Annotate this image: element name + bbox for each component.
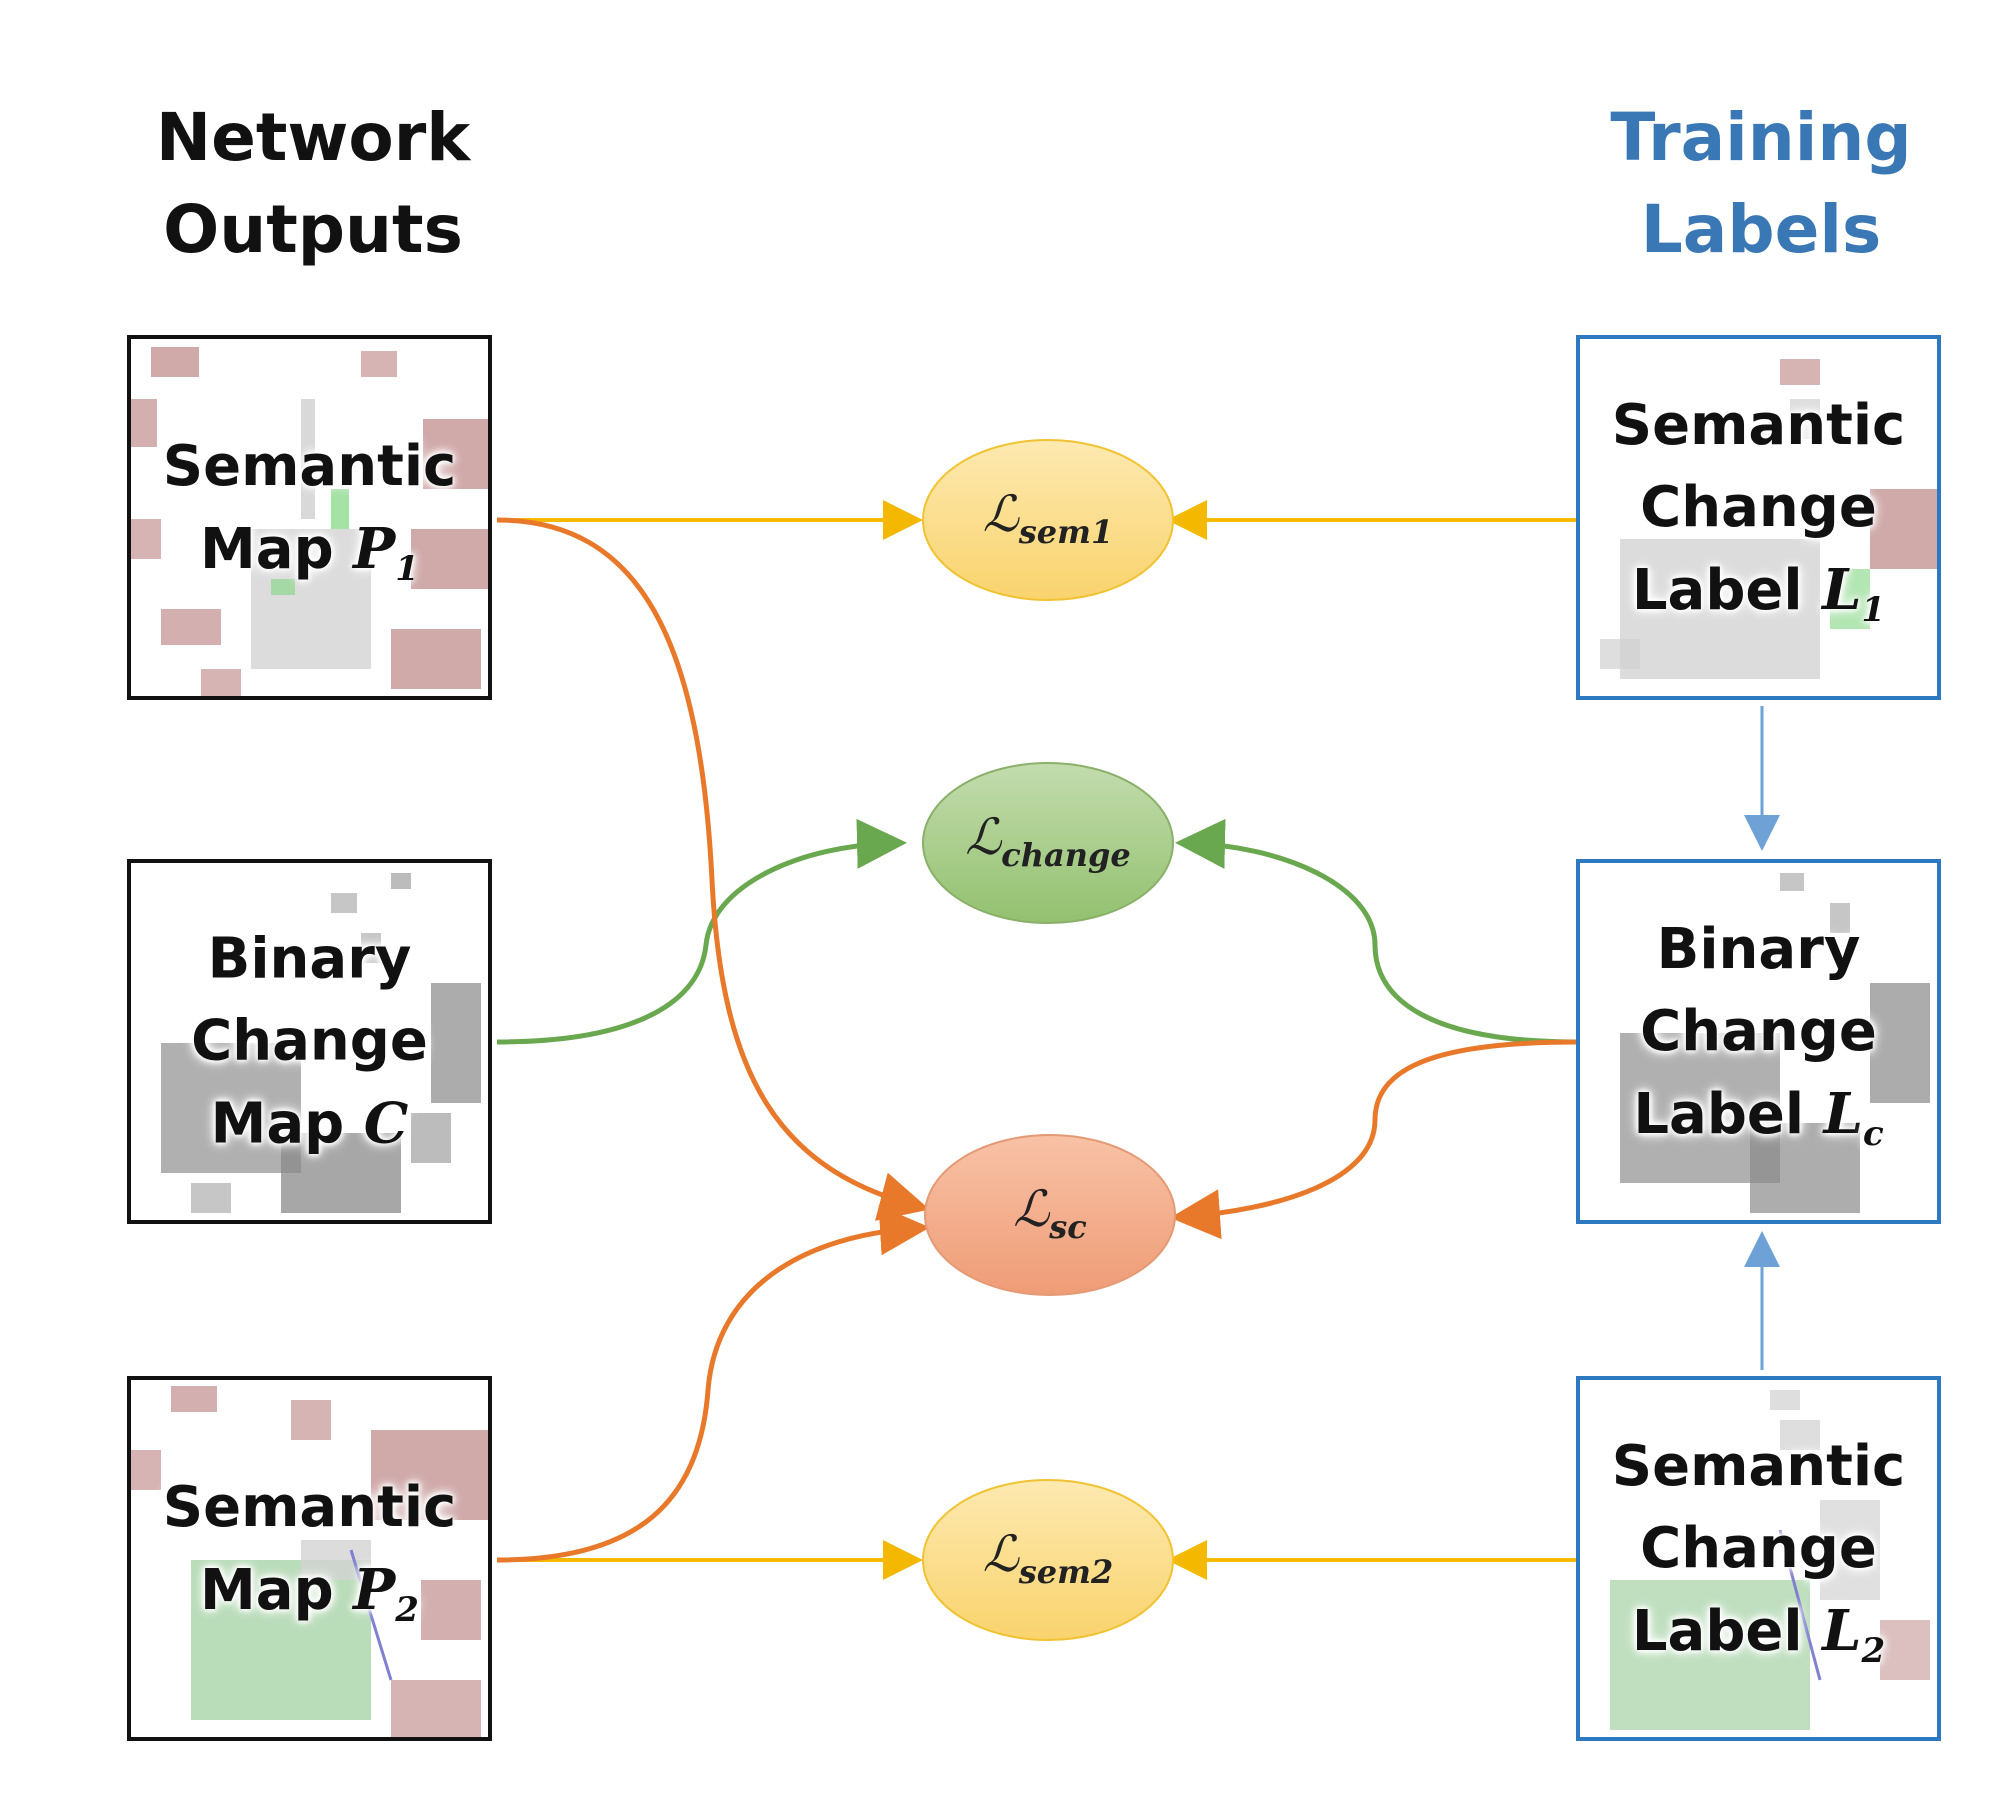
label-lc: Binary Change Label Lc: [1580, 909, 1937, 1175]
symbol-p1-sub: 1: [395, 548, 419, 589]
label-l1-line2: Change: [1640, 474, 1877, 540]
label-l1-line1: Semantic: [1611, 392, 1906, 458]
symbol-p2-char: P: [353, 1556, 396, 1623]
label-l1-line3: Label L1: [1580, 549, 1937, 651]
box-semantic-change-label-l1: Semantic Change Label L1: [1576, 335, 1941, 700]
symbol-l2-sub: 2: [1861, 1630, 1886, 1671]
loss-sem1-label: ℒsem1: [923, 485, 1173, 551]
symbol-c: C: [363, 1090, 409, 1156]
label-c-line3: Map C: [131, 1082, 488, 1165]
label-p2-line2: Map P2: [131, 1549, 488, 1651]
box-semantic-change-label-l2: Semantic Change Label L2: [1576, 1376, 1941, 1741]
symbol-l1: L1: [1822, 556, 1885, 630]
loss-change-symbol: ℒ: [965, 808, 1002, 866]
arrow-p1-to-sc: [496, 517, 930, 1221]
label-c-line2: Change: [191, 1008, 428, 1073]
label-c: Binary Change Map C: [131, 918, 488, 1165]
label-c-word: Map: [210, 1091, 345, 1156]
label-p2-line1: Semantic: [162, 1474, 457, 1540]
loss-sem2-node: [922, 1479, 1174, 1641]
arrow-lc-to-sc: [1170, 1039, 1578, 1240]
header-right-line2: Labels: [1640, 191, 1882, 268]
symbol-lc: Lc: [1823, 1080, 1884, 1154]
label-l2-line2: Change: [1640, 1515, 1877, 1581]
map-texture-p1: [131, 347, 488, 696]
map-texture-l1: [1600, 359, 1937, 679]
box-semantic-map-p2: Semantic Map P2: [127, 1376, 492, 1741]
label-l1: Semantic Change Label L1: [1580, 385, 1937, 651]
map-texture-c: [161, 873, 481, 1213]
loss-change-label: ℒchange: [923, 808, 1173, 874]
loss-sc-label: ℒsc: [925, 1180, 1175, 1246]
map-texture-lc: [1620, 873, 1930, 1213]
symbol-l2-char: L: [1822, 1597, 1862, 1664]
label-p1-word: Map: [200, 516, 334, 582]
label-p2-word: Map: [200, 1557, 334, 1623]
label-p1-line1: Semantic: [162, 433, 457, 499]
label-lc-line3: Label Lc: [1580, 1073, 1937, 1175]
header-right-line1: Training: [1610, 99, 1912, 176]
label-l1-word: Label: [1631, 557, 1803, 623]
label-lc-word: Label: [1633, 1081, 1805, 1147]
arrow-p2-to-sc: [496, 1205, 930, 1563]
loss-sem2-label: ℒsem2: [923, 1525, 1173, 1591]
map-texture-p2: [131, 1386, 488, 1737]
box-binary-change-map-c: Binary Change Map C: [127, 859, 492, 1224]
symbol-p1-char: P: [353, 515, 396, 582]
label-lc-line2: Change: [1640, 998, 1877, 1064]
label-p1: Semantic Map P1: [131, 426, 488, 610]
loss-sc-node: [924, 1134, 1176, 1296]
symbol-p2: P2: [353, 1556, 419, 1630]
label-l2-line1: Semantic: [1611, 1433, 1906, 1499]
label-c-line1: Binary: [207, 926, 412, 991]
label-l2-word: Label: [1631, 1598, 1803, 1664]
loss-sem2-symbol: ℒ: [982, 1525, 1019, 1583]
box-binary-change-label-lc: Binary Change Label Lc: [1576, 859, 1941, 1224]
box-semantic-map-p1: Semantic Map P1: [127, 335, 492, 700]
loss-change-node: [922, 762, 1174, 924]
symbol-l2: L2: [1822, 1597, 1885, 1671]
arrow-lc-to-change: [1175, 818, 1578, 1045]
label-lc-line1: Binary: [1656, 916, 1861, 982]
label-p2: Semantic Map P2: [131, 1467, 488, 1651]
symbol-lc-char: L: [1823, 1080, 1863, 1147]
loss-sc-sub: sc: [1049, 1208, 1087, 1246]
symbol-p2-sub: 2: [395, 1589, 419, 1630]
header-training-labels: Training Labels: [1511, 92, 2000, 276]
loss-change-sub: change: [1001, 836, 1131, 874]
loss-sem1-node: [922, 439, 1174, 601]
loss-sem2-sub: sem2: [1018, 1553, 1114, 1591]
symbol-l1-char: L: [1822, 556, 1862, 623]
symbol-l1-sub: 1: [1861, 589, 1886, 630]
header-left-line2: Outputs: [163, 191, 463, 268]
label-l2-line3: Label L2: [1580, 1590, 1937, 1692]
label-p1-line2: Map P1: [131, 508, 488, 610]
map-texture-l2: [1610, 1390, 1930, 1730]
header-network-outputs: Network Outputs: [63, 92, 563, 276]
loss-sem1-symbol: ℒ: [982, 485, 1019, 543]
arrow-c-to-change: [496, 818, 907, 1045]
symbol-lc-sub: c: [1862, 1113, 1884, 1154]
label-l2: Semantic Change Label L2: [1580, 1426, 1937, 1692]
loss-sc-symbol: ℒ: [1013, 1180, 1050, 1238]
symbol-p1: P1: [353, 515, 419, 589]
header-left-line1: Network: [155, 99, 471, 176]
loss-sem1-sub: sem1: [1018, 513, 1114, 551]
